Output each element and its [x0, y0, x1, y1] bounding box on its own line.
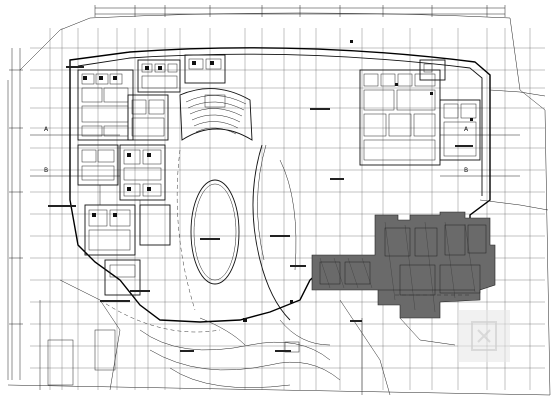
landscape-curves: [39, 279, 341, 391]
drawing-annotations: [48, 66, 473, 352]
axis-label-right-upper: A: [464, 126, 469, 133]
axis-markers: A B A B: [30, 126, 520, 177]
central-atrium: [190, 179, 240, 285]
axis-label-left-upper: A: [44, 126, 49, 133]
axis-label-left-lower: B: [44, 167, 48, 174]
right-site-lines: [339, 89, 549, 396]
auditorium: [179, 88, 253, 141]
seal-logo-icon: [471, 321, 497, 351]
axis-label-right-lower: B: [464, 167, 468, 174]
left-dimension-chain: [9, 48, 23, 380]
main-building-outline: [69, 47, 491, 323]
left-service-rooms: [77, 54, 226, 296]
hatched-annex: [311, 211, 496, 319]
watermark-seal: [458, 310, 510, 362]
right-service-core: [359, 59, 481, 166]
circulation-curves: [176, 144, 297, 321]
top-dimension-chain: [94, 5, 506, 17]
equipment-blocks: [83, 40, 473, 322]
